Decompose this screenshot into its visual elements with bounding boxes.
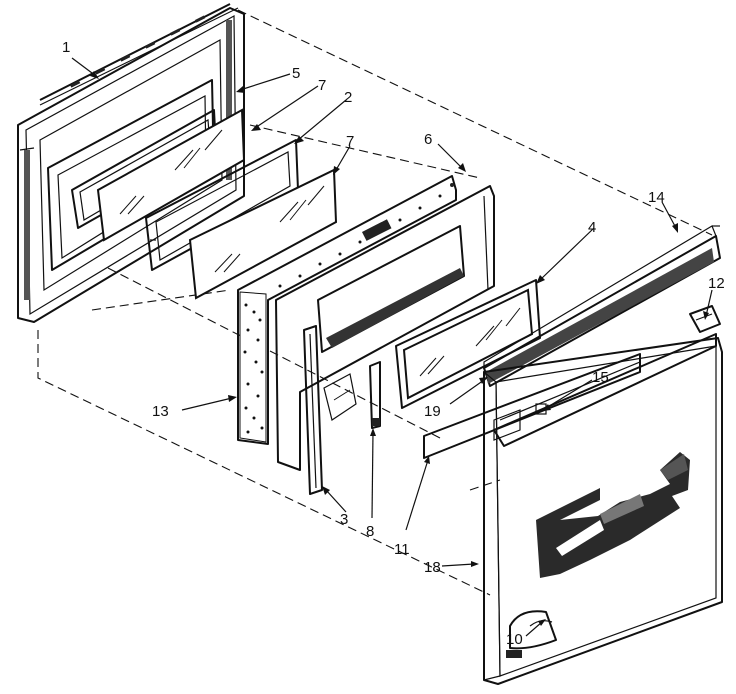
callout-5: 5 [292,65,300,82]
door-window-pattern [536,452,690,578]
callout-3: 3 [340,511,348,528]
frame-top-vents [70,15,206,88]
callout-4: 4 [588,219,596,236]
callout-labels: 1 5 7 2 7 6 4 14 12 15 19 13 3 8 11 18 1… [62,39,725,648]
handle-end-cap-12 [689,305,721,333]
callout-7-upper: 7 [318,77,326,94]
callout-1: 1 [62,39,70,56]
center-bracket [323,373,357,421]
assembly-projection-lines [37,9,713,596]
callout-14: 14 [648,189,665,206]
callout-12: 12 [708,275,725,292]
door-liner-6 [275,183,495,471]
callout-7-lower: 7 [346,133,354,150]
callout-11: 11 [394,541,410,558]
callout-10: 10 [506,631,523,648]
insulation-13 [237,175,457,445]
callout-8: 8 [366,523,374,540]
vent-panel-11 [423,353,641,459]
inner-glass-7 [96,108,246,242]
callout-13: 13 [152,403,169,420]
callout-19: 19 [424,403,441,420]
outer-glass-7 [188,168,338,300]
leader-lines [71,57,713,637]
door-handle-14 [483,225,721,387]
callout-18: 18 [424,559,441,576]
callout-6: 6 [424,131,432,148]
side-trim-3 [303,325,323,495]
callout-2: 2 [344,89,352,106]
callout-15: 15 [592,369,609,386]
hinge-bracket-8 [369,361,381,429]
outer-door-panel-18 [483,337,723,685]
